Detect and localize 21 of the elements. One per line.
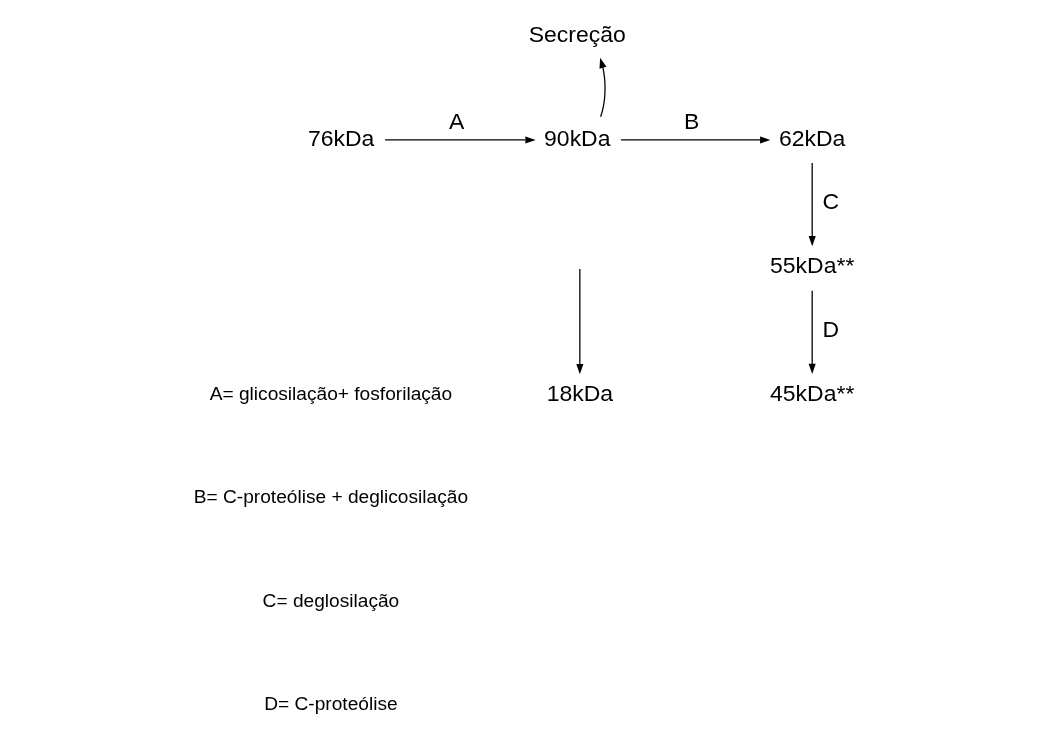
node-text: 90kDa [543,124,610,151]
label: D= C-proteólise [263,692,398,714]
node-text: Secreção [528,21,626,48]
label: B= C-proteólise + deglicosilação [193,486,468,508]
node-text: 55kDa** [769,252,854,279]
node-text: 76kDa [307,124,374,151]
edge-label: B [683,107,699,134]
node-text: 62kDa [778,124,845,151]
arrow [575,268,583,375]
arrow [808,162,816,247]
arrow [619,136,770,144]
arrow [383,136,536,144]
arrow [808,290,816,374]
label: C= deglosilação [262,589,399,611]
edge-label: D [821,316,839,343]
edge-label: C [821,188,839,215]
node-text: 18kDa [546,379,613,406]
label: A= glicosilação+ fosforilação [209,382,452,404]
arrow [598,57,606,118]
edge-label: A [448,107,463,134]
node-text: 45kDa** [769,379,854,406]
